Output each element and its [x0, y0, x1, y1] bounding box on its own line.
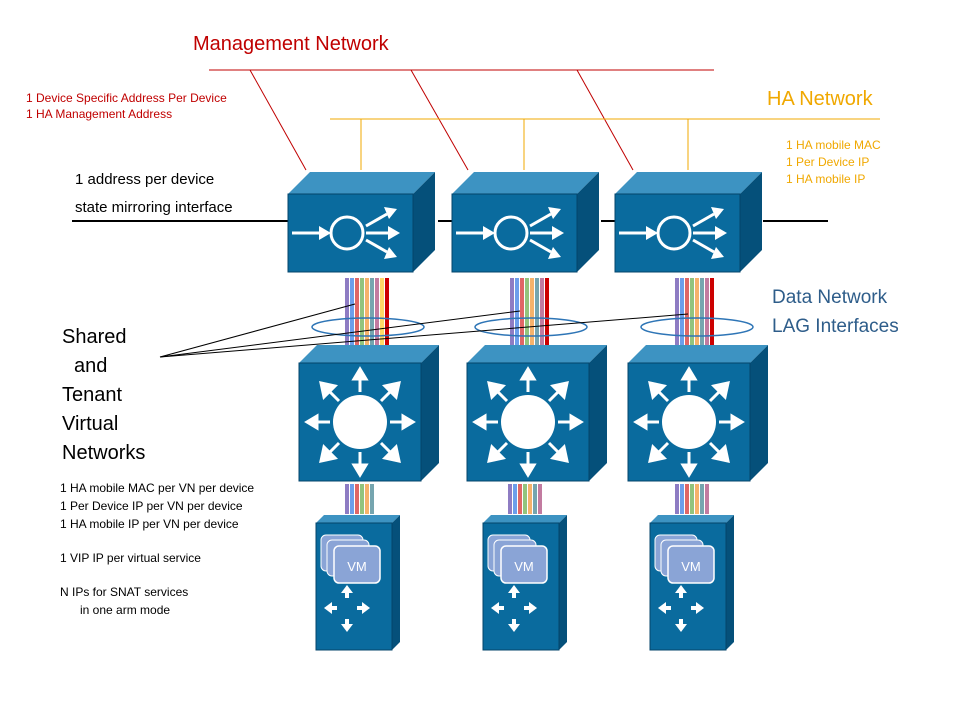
shared-line: Virtual	[62, 413, 119, 435]
shared-line: and	[74, 355, 108, 377]
vn-note: 1 HA mobile MAC per VN per device	[60, 481, 255, 495]
trunk-bundle-3	[675, 484, 709, 514]
shared-line: Shared	[62, 326, 127, 348]
load-balancer-icon	[450, 170, 601, 274]
load-balancer-icon	[613, 170, 764, 274]
state-mirroring-label: 1 address per device state mirroring int…	[75, 166, 233, 222]
state-mirror-line: state mirroring interface	[75, 199, 233, 216]
snat-note: in one arm mode	[80, 603, 171, 617]
hypervisor-server-icon: VM	[482, 514, 568, 651]
ha-note: 1 Per Device IP	[786, 155, 870, 169]
multilayer-switch-icon	[465, 343, 609, 483]
load-balancer-icon	[286, 170, 437, 274]
shared-line: Tenant	[62, 384, 123, 406]
hypervisor-server-icon: VM	[315, 514, 401, 651]
data-network-line: Data Network	[772, 287, 888, 308]
management-network-title: Management Network	[193, 33, 389, 55]
trunk-bundle-1	[345, 484, 374, 514]
management-network	[209, 69, 714, 171]
virtual-network-notes: 1 HA mobile MAC per VN per device 1 Per …	[60, 479, 254, 619]
vm-label: VM	[347, 559, 367, 574]
multilayer-switch-icon	[297, 343, 441, 483]
ha-note: 1 HA mobile MAC	[786, 138, 881, 152]
vm-label: VM	[514, 559, 534, 574]
vn-note: 1 Per Device IP per VN per device	[60, 499, 243, 513]
multilayer-switch-icon	[626, 343, 770, 483]
management-notes: 1 Device Specific Address Per Device 1 H…	[26, 90, 227, 122]
trunk-bundle-2	[508, 484, 542, 514]
lag-bundle-2	[510, 278, 549, 352]
ha-notes: 1 HA mobile MAC 1 Per Device IP 1 HA mob…	[786, 137, 881, 188]
snat-note: N IPs for SNAT services	[60, 585, 189, 599]
management-note: 1 HA Management Address	[26, 107, 173, 121]
ha-network	[330, 118, 880, 170]
vm-label: VM	[681, 559, 701, 574]
management-note: 1 Device Specific Address Per Device	[26, 91, 227, 105]
lag-interface-rings	[311, 317, 754, 337]
ha-network-title: HA Network	[767, 88, 873, 110]
virtual-network-pointers	[159, 303, 689, 358]
ha-note: 1 HA mobile IP	[786, 172, 866, 186]
vn-note: 1 HA mobile IP per VN per device	[60, 517, 239, 531]
data-network-line: LAG Interfaces	[772, 316, 899, 337]
state-mirror-line: 1 address per device	[75, 171, 215, 188]
shared-tenant-networks-label: Shared and Tenant Virtual Networks	[62, 323, 145, 468]
data-network-label: Data Network LAG Interfaces	[772, 283, 899, 341]
hypervisor-server-icon: VM	[649, 514, 735, 651]
vip-note: 1 VIP IP per virtual service	[60, 551, 201, 565]
shared-line: Networks	[62, 442, 146, 464]
